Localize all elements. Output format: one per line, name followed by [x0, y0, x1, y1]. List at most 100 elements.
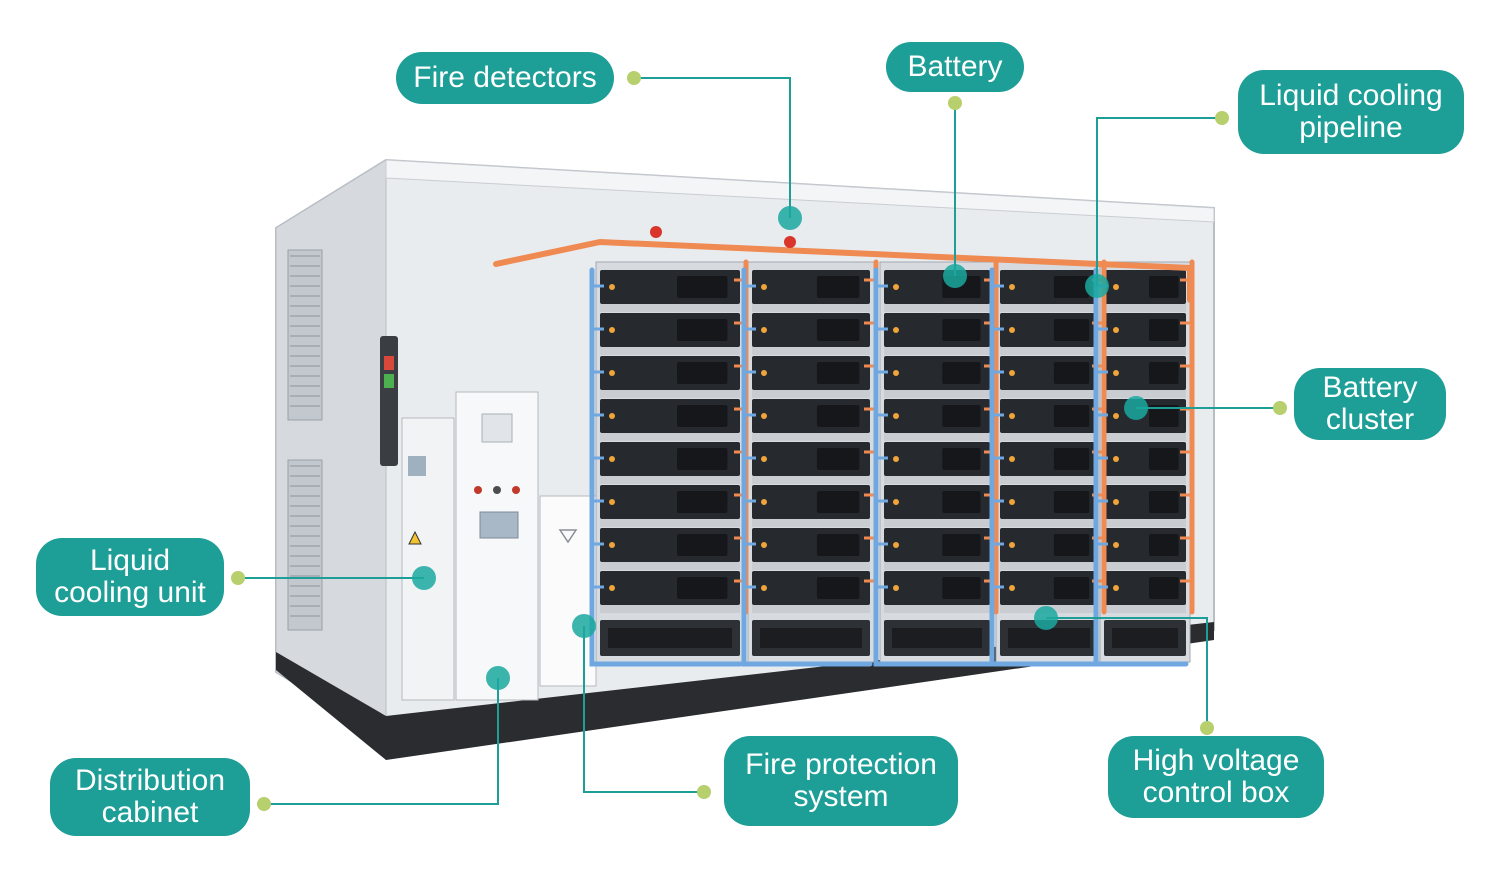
battery-status-led [1009, 413, 1015, 419]
module-shelf-rail [884, 519, 990, 527]
module-shelf-rail [1104, 519, 1186, 527]
battery-module-port-panel [816, 577, 860, 599]
battery-module-port-panel [1149, 577, 1179, 599]
distribution-cabinet-panel [481, 413, 513, 443]
battery-rack-group [595, 261, 1191, 663]
battery-module-port-panel [677, 577, 728, 599]
fire-protection-cabinet [539, 495, 597, 687]
battery-module-port-panel [1053, 319, 1090, 341]
leader-line-liquid-cooling-pipeline [1096, 117, 1222, 286]
battery-module-port-panel [942, 448, 981, 470]
battery-module-port-panel [1053, 276, 1090, 298]
battery-status-led [1113, 585, 1119, 591]
module-shelf-rail [752, 304, 870, 312]
cold-coolant-pipe [741, 267, 873, 667]
module-shelf-rail [884, 390, 990, 398]
target-dot-distribution-cabinet [486, 666, 510, 690]
battery-module-port-panel [942, 362, 981, 384]
label-fire-detectors: Fire detectors [396, 52, 614, 104]
module-shelf-rail [1000, 433, 1098, 441]
leader-line-fire-detectors [634, 77, 791, 218]
module-shelf-rail [752, 390, 870, 398]
cold-coolant-pipe [873, 267, 993, 667]
battery-status-led [761, 413, 767, 419]
endpoint-dot-fire-protection-system [697, 785, 711, 799]
battery-module-port-panel [1149, 491, 1179, 513]
module-shelf-rail [1104, 390, 1186, 398]
cold-coolant-pipe [989, 267, 1101, 667]
module-shelf-rail [1104, 304, 1186, 312]
battery-module-port-panel [816, 362, 860, 384]
battery-module-port-panel [677, 405, 728, 427]
battery-status-led [761, 284, 767, 290]
module-shelf-rail [1104, 476, 1186, 484]
module-shelf-rail [752, 605, 870, 613]
battery-module-port-panel [1053, 448, 1090, 470]
battery-status-led [1113, 413, 1119, 419]
battery-cluster [747, 261, 875, 663]
module-shelf-rail [600, 433, 740, 441]
leader-line-fire-protection-system [583, 626, 704, 793]
battery-module-port-panel [1053, 577, 1090, 599]
battery-status-led [893, 585, 899, 591]
battery-status-led [609, 456, 615, 462]
battery-cluster [995, 261, 1103, 663]
battery-module-port-panel [1149, 405, 1179, 427]
module-shelf-rail [752, 519, 870, 527]
target-dot-high-voltage-control-box [1034, 606, 1058, 630]
side-vent-grille [287, 249, 323, 421]
battery-module-port-panel [1149, 534, 1179, 556]
battery-module-port-panel [816, 319, 860, 341]
battery-status-led [761, 327, 767, 333]
battery-status-led [609, 284, 615, 290]
battery-status-led [1113, 542, 1119, 548]
battery-status-led [761, 499, 767, 505]
battery-status-led [1009, 370, 1015, 376]
battery-module-port-panel [1053, 491, 1090, 513]
module-shelf-rail [1000, 390, 1098, 398]
fire-detector-icon [650, 226, 662, 238]
module-shelf-rail [1000, 304, 1098, 312]
hot-coolant-header [493, 238, 1193, 303]
side-vent-grille [287, 459, 323, 631]
battery-status-led [761, 542, 767, 548]
battery-cluster [1099, 261, 1191, 663]
label-liquid-cooling-pipeline: Liquid cooling pipeline [1238, 70, 1464, 154]
module-shelf-rail [600, 304, 740, 312]
module-shelf-rail [1104, 562, 1186, 570]
battery-module-port-panel [677, 448, 728, 470]
label-battery-cluster: Battery cluster [1294, 368, 1446, 440]
cold-coolant-pipe [1093, 267, 1189, 667]
battery-module-port-panel [1149, 362, 1179, 384]
battery-status-led [1009, 327, 1015, 333]
label-liquid-cooling-unit: Liquid cooling unit [36, 538, 224, 616]
battery-status-led [893, 413, 899, 419]
cold-coolant-pipe [589, 267, 743, 667]
cooling-unit-display [408, 456, 426, 476]
battery-module-port-panel [942, 319, 981, 341]
battery-module-port-panel [816, 405, 860, 427]
leader-line-distribution-cabinet [264, 678, 499, 805]
battery-status-led [893, 284, 899, 290]
battery-status-led [1009, 542, 1015, 548]
endpoint-dot-distribution-cabinet [257, 797, 271, 811]
module-shelf-rail [884, 562, 990, 570]
module-shelf-rail [884, 433, 990, 441]
battery-status-led [1113, 284, 1119, 290]
door-handle-strip [380, 336, 398, 466]
module-shelf-rail [1000, 347, 1098, 355]
battery-status-led [893, 327, 899, 333]
battery-module-port-panel [677, 491, 728, 513]
leader-line-high-voltage-control-box [1046, 617, 1208, 728]
battery-module-port-panel [942, 534, 981, 556]
module-shelf-rail [752, 433, 870, 441]
module-shelf-rail [1104, 605, 1186, 613]
battery-module-port-panel [816, 448, 860, 470]
module-shelf-rail [884, 347, 990, 355]
endpoint-dot-liquid-cooling-unit [231, 571, 245, 585]
target-dot-liquid-cooling-unit [412, 566, 436, 590]
battery-cluster [879, 261, 995, 663]
hv-box-panel [892, 628, 982, 648]
